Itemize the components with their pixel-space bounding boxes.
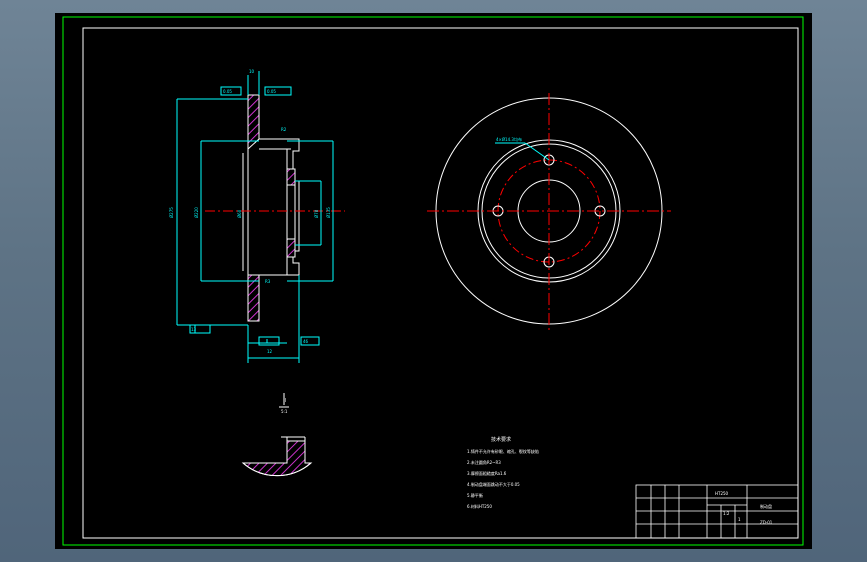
notes-line-6: 6.材料HT250 [467, 503, 492, 509]
detail-label: I [285, 398, 286, 404]
drawing-viewport[interactable]: Ø275 Ø220 Ø135 Ø78 Ø60 10 12 0.05 0.05 R… [55, 13, 812, 549]
tol-runout-1: 0.05 [223, 89, 232, 94]
notes-line-1: 1.铸件不允许有砂眼、缩孔、裂纹等缺陷 [467, 448, 539, 454]
dim-d275: Ø275 [169, 207, 174, 218]
title-block [635, 484, 799, 539]
hatch-hub-top [286, 168, 296, 186]
dim-d78: Ø78 [314, 209, 319, 218]
detail-marker [279, 393, 289, 408]
dim-d60: Ø60 [237, 209, 242, 218]
hatch-upper [247, 94, 260, 151]
dim-12: 12 [267, 349, 273, 354]
bolt-circle [497, 159, 601, 263]
section-view [176, 71, 345, 363]
notes-line-2: 2.未注圆角R2~R3 [467, 459, 501, 465]
notes-line-5: 5.静平衡 [467, 492, 483, 498]
title-material: HT250 [715, 491, 729, 496]
detail-view [241, 436, 313, 477]
bolt-hole-callout: 4×Ø14.3均布 [496, 136, 522, 142]
notes-line-4: 4.制动盘端面跳动不大于0.05 [467, 481, 520, 487]
dim-10: 10 [249, 69, 255, 74]
title-drawing-no: ZD-01 [760, 520, 773, 525]
dim-d220: Ø220 [194, 207, 199, 218]
front-view [427, 93, 671, 331]
title-scale: 1:2 [723, 511, 730, 516]
detail-scale: 5:1 [281, 409, 288, 414]
dim-13: 13 [191, 327, 197, 332]
dim-d135: Ø135 [326, 207, 331, 218]
leader-line [524, 142, 550, 161]
hatch-hub-bottom [286, 238, 296, 258]
cad-drawing: Ø275 Ø220 Ø135 Ø78 Ø60 10 12 0.05 0.05 R… [62, 16, 804, 546]
title-part-name: 制动盘 [760, 503, 772, 509]
notes-title: 技术要求 [491, 436, 511, 443]
hatch-lower [247, 274, 260, 322]
tol-runout-2: 0.05 [267, 89, 276, 94]
outer-border [62, 16, 804, 546]
inner-border [82, 27, 799, 539]
notes-line-3: 3.摩擦面粗糙度Ra1.6 [467, 470, 507, 476]
dim-r2: R2 [281, 127, 287, 132]
dim-46: 46 [303, 339, 309, 344]
title-sheet: 1 [738, 517, 741, 522]
dim-r3: R3 [265, 279, 271, 284]
